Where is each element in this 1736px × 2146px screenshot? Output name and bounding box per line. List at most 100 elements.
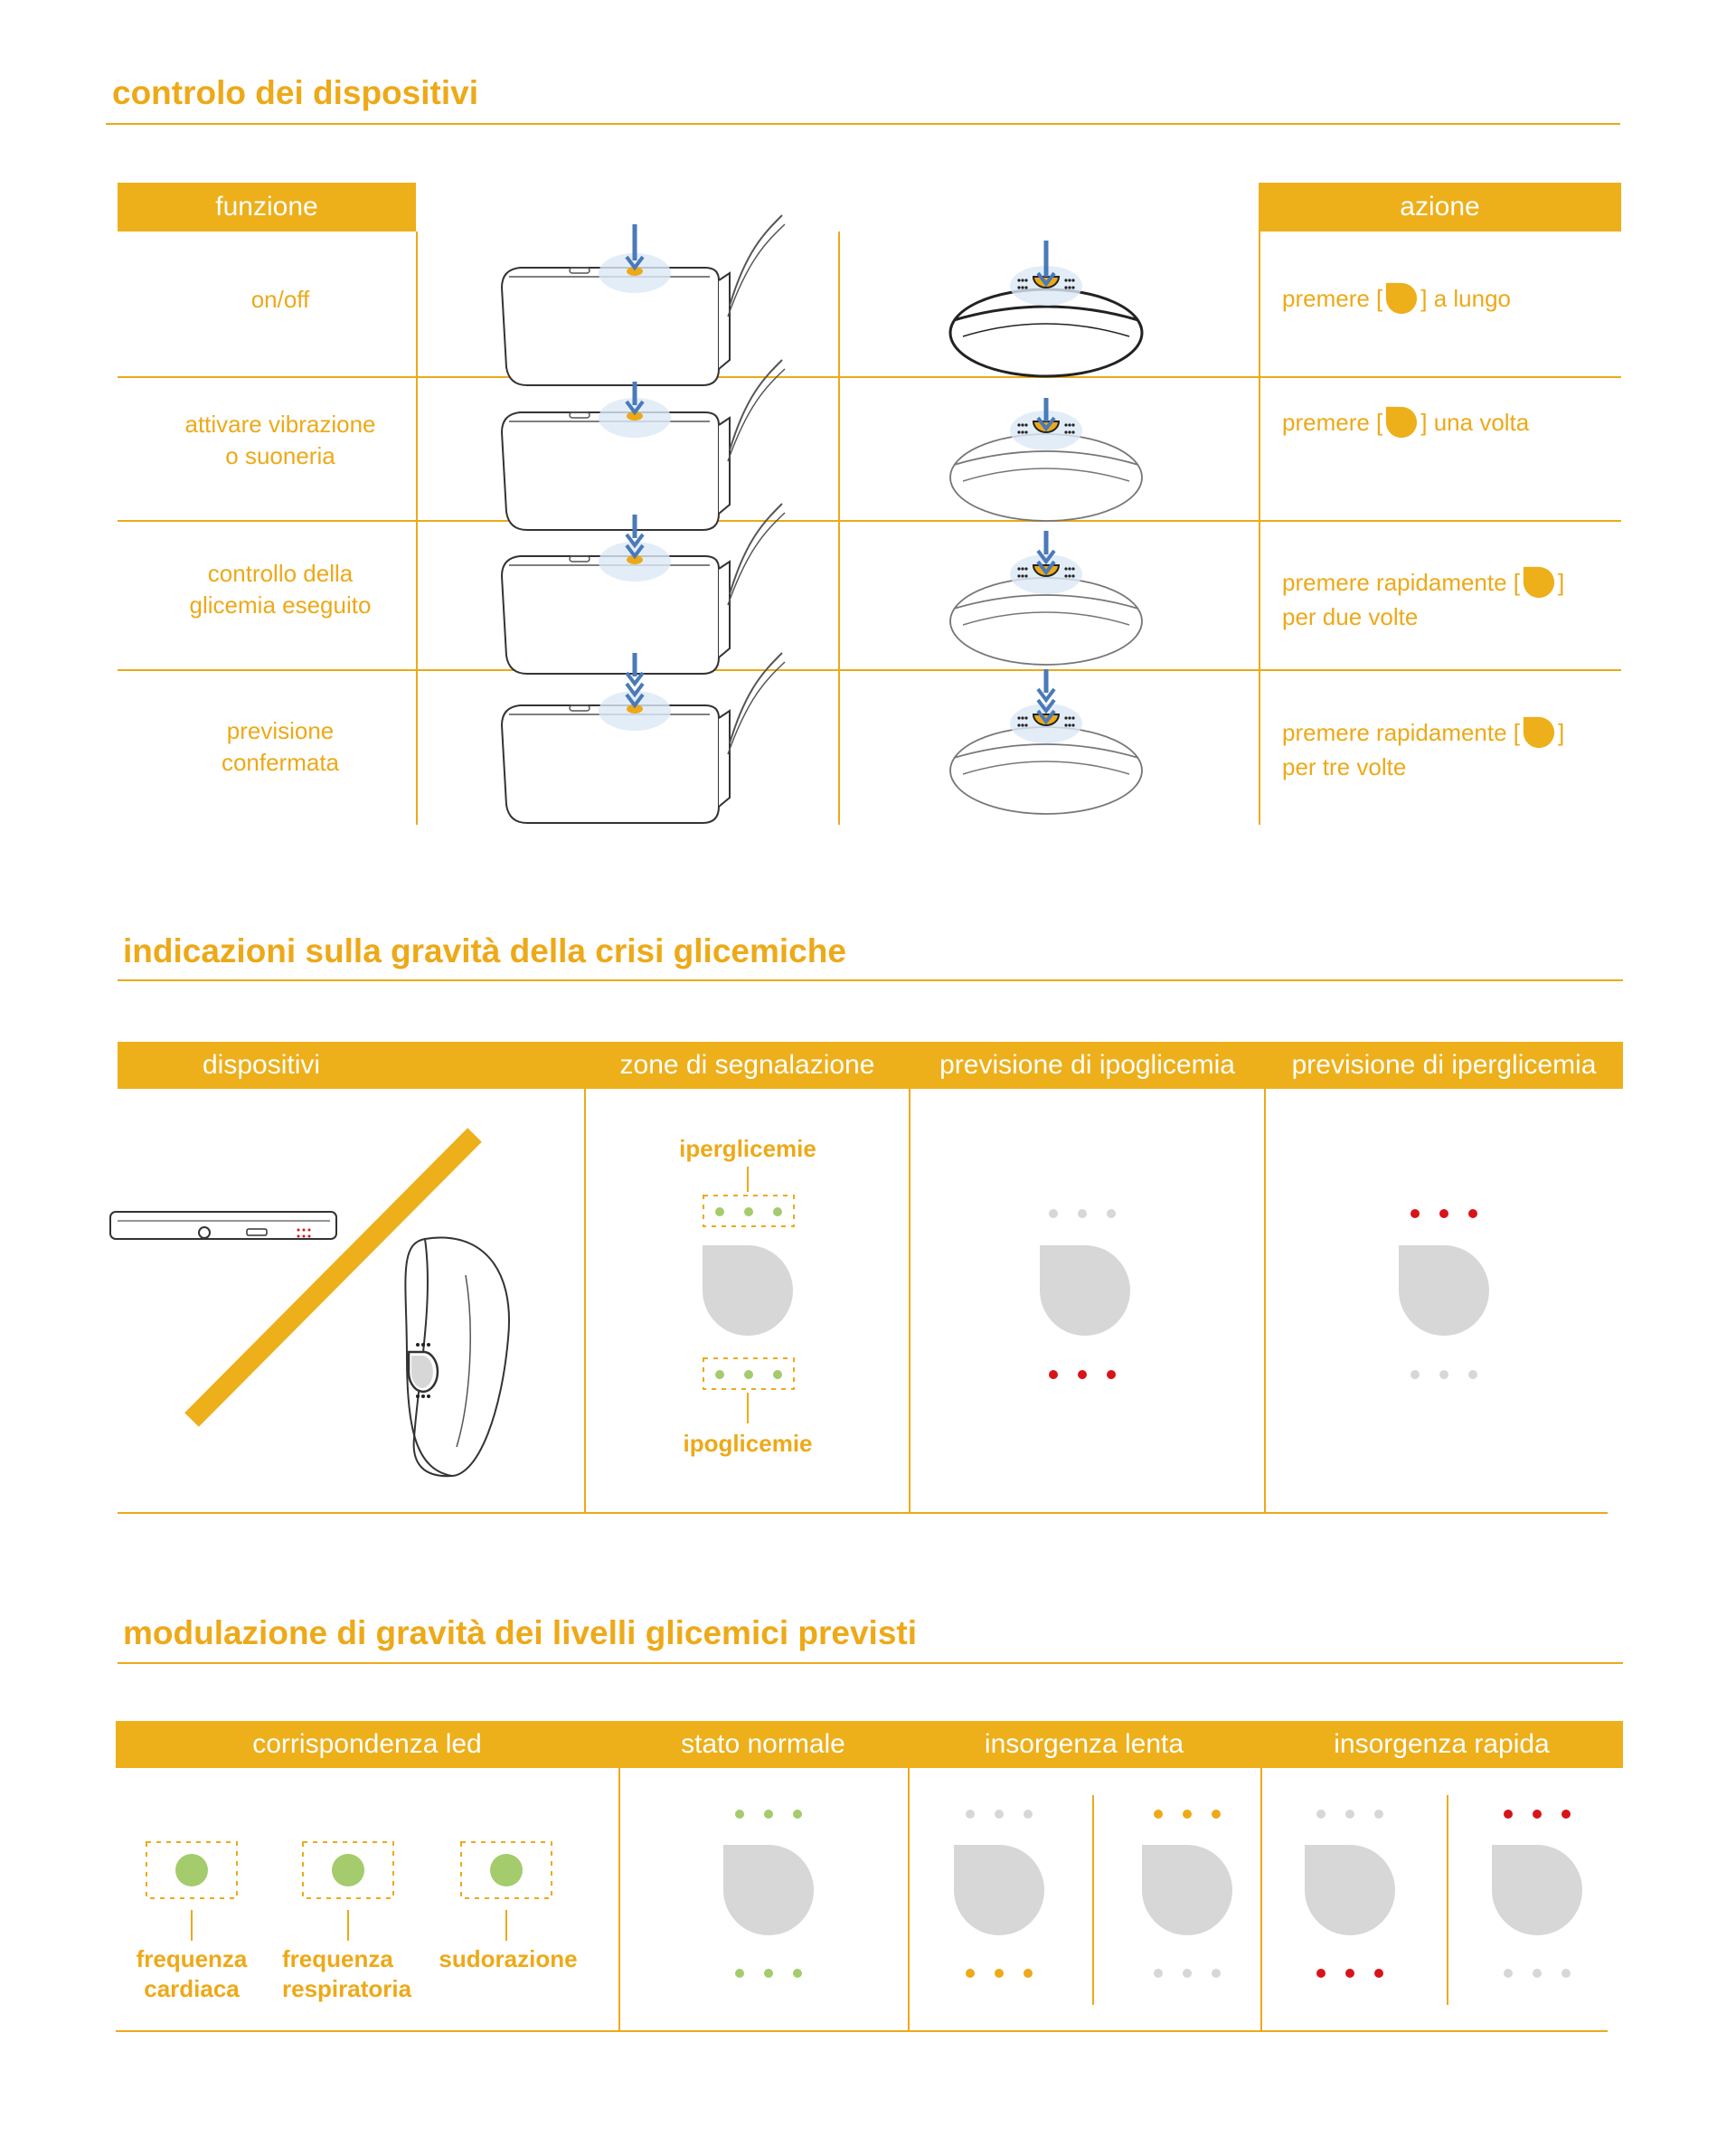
- band-led: [1068, 567, 1071, 571]
- s2-sep-v2: [909, 1089, 910, 1514]
- button-icon: [1523, 567, 1555, 599]
- header-dispositivi: dispositivi: [118, 1042, 585, 1089]
- iper-led-top: [1439, 1209, 1448, 1218]
- ipo-led-top: [1107, 1209, 1116, 1218]
- band-led: [1021, 567, 1024, 571]
- wristband-inner: [962, 468, 1130, 482]
- mod-led-top: [793, 1810, 802, 1819]
- mod-led-top: [1533, 1810, 1542, 1819]
- band-led: [1024, 279, 1028, 282]
- led-indicator: [175, 1854, 208, 1886]
- band-press-arrow-head: [1036, 549, 1056, 565]
- sep-h3: [118, 669, 1621, 671]
- mod-led-bottom: [1561, 1969, 1571, 1978]
- funzione-1: attivare vibrazione o suoneria: [184, 411, 376, 469]
- mod-led-bottom: [966, 1969, 975, 1978]
- mod-led-top: [1561, 1810, 1571, 1819]
- band-led: [1024, 723, 1028, 727]
- button-icon: [1523, 717, 1555, 749]
- ipo-led-bottom: [1107, 1370, 1116, 1379]
- band-led: [1024, 286, 1028, 289]
- band-led: [1017, 279, 1021, 282]
- led-box: [460, 1841, 552, 1899]
- band-press-arrow-head: [1036, 271, 1056, 288]
- zone-led-top: [715, 1207, 724, 1216]
- zone-led-bottom: [715, 1370, 724, 1379]
- band-led: [1071, 279, 1075, 282]
- sep-v1: [416, 232, 418, 825]
- ipo-led-bottom: [1078, 1370, 1087, 1379]
- led-label-sudorazione: sudorazione: [439, 1945, 578, 1972]
- led-box: [302, 1841, 394, 1899]
- mod-led-bottom: [735, 1969, 744, 1978]
- azione-1: premere [] una volta: [1282, 407, 1529, 441]
- mod-led-top: [1345, 1810, 1354, 1819]
- wristband-led: [427, 1394, 430, 1398]
- sep-h2: [118, 520, 1621, 522]
- phone-led: [307, 1228, 311, 1232]
- band-led: [1021, 423, 1024, 427]
- sep-v2: [838, 232, 840, 825]
- mod-led-bottom: [793, 1969, 802, 1978]
- s2-bottom-rule: [118, 1512, 1608, 1514]
- wristband-top: [953, 743, 1139, 759]
- band-led: [1024, 574, 1028, 578]
- phone-led: [297, 1234, 300, 1238]
- mod-led-top: [1374, 1810, 1383, 1819]
- phone-cable: [729, 652, 783, 744]
- band-press-arrow-head: [1036, 709, 1056, 725]
- band-led: [1021, 574, 1024, 578]
- band-led: [1064, 279, 1068, 282]
- band-led: [1021, 279, 1024, 282]
- ipo-led-bottom: [1049, 1370, 1058, 1379]
- wristband-inner: [962, 323, 1130, 337]
- led-label-cardiaca: frequenza cardiaca: [136, 1945, 248, 2002]
- wristband-top: [953, 305, 1139, 322]
- mod-led-top: [966, 1810, 975, 1819]
- mod-led-bottom: [1154, 1969, 1163, 1978]
- header-iperglicemia: previsione di iperglicemia: [1265, 1042, 1623, 1089]
- ipo-drop: [1040, 1245, 1130, 1336]
- wristband-button: [410, 1356, 433, 1388]
- phone-press-arrow-head: [625, 400, 645, 416]
- band-led: [1017, 423, 1021, 427]
- phone-usb: [246, 1228, 268, 1236]
- iper-led-bottom: [1410, 1370, 1420, 1379]
- mod-led-bottom: [1533, 1969, 1542, 1978]
- header-stato-normale: stato normale: [618, 1721, 908, 1768]
- ipo-led-top: [1078, 1209, 1087, 1218]
- header-funzione: funzione: [118, 183, 416, 232]
- section1-rule: [106, 123, 1620, 125]
- header-insorgenza-rapida: insorgenza rapida: [1260, 1721, 1623, 1768]
- band-led: [1068, 423, 1071, 427]
- wristband-top: [953, 450, 1139, 466]
- phone-side: [718, 271, 731, 370]
- mod-led-bottom: [1212, 1969, 1221, 1978]
- iper-led-top: [1410, 1209, 1420, 1218]
- s3-sep-v3: [1260, 1768, 1262, 2032]
- button-icon: [1386, 407, 1418, 439]
- phone-cable: [729, 359, 783, 451]
- s3-sep-inner2: [1447, 1795, 1448, 2005]
- mod-led-bottom: [1504, 1969, 1513, 1978]
- device-illustrations: [500, 214, 1144, 824]
- band-led: [1017, 430, 1021, 434]
- header-corrispondenza: corrispondenza led: [116, 1721, 618, 1768]
- phone-port: [569, 267, 590, 274]
- section3-title: modulazione di gravità dei livelli glice…: [123, 1614, 917, 1651]
- phone-button: [627, 555, 643, 564]
- phone-port: [569, 411, 590, 419]
- band-led: [1071, 723, 1075, 727]
- mod-led-bottom: [1316, 1969, 1326, 1978]
- iper-led-bottom: [1439, 1370, 1448, 1379]
- zone-led-top: [744, 1207, 753, 1216]
- band-led: [1071, 286, 1075, 289]
- band-led: [1024, 567, 1028, 571]
- band-led: [1017, 567, 1021, 571]
- phone-button: [627, 411, 643, 421]
- band-led: [1064, 423, 1068, 427]
- mod-drop: [1142, 1845, 1232, 1935]
- band-led: [1068, 716, 1071, 720]
- header-zone: zone di segnalazione: [585, 1042, 910, 1089]
- led-box: [146, 1841, 238, 1899]
